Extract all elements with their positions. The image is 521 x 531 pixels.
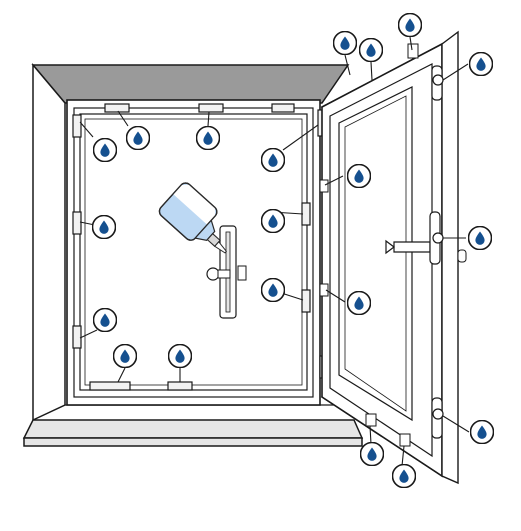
oil-drop-icon [92,215,116,239]
keeper-top-left [104,103,130,113]
fitting-roller [206,267,220,281]
window-sill [22,419,364,439]
oil-bottle [158,182,247,319]
frame-glass-line [84,118,303,386]
oil-drop-icon [347,291,371,315]
sash-glass [338,86,413,422]
sash-top-hinge [407,43,419,59]
oil-drop-icon [93,308,117,332]
oil-drop-icon [196,126,220,150]
open-sash [319,30,467,485]
sash-bottom-hinge-a [365,413,377,427]
oil-drop-icon [113,344,137,368]
oil-drop-icon [93,138,117,162]
oil-drop-icon [261,148,285,172]
oil-drop-icon [470,420,494,444]
frame-left-bevel [32,62,66,422]
sash-bottom-hinge-b [399,433,411,447]
frame-rebate [73,107,314,398]
leader-lines [79,36,470,467]
fitting-screw [237,265,247,281]
oil-drop-icon [469,52,493,76]
sash-side-face [441,30,459,485]
sash-glass-bead [344,95,407,412]
oil-drop-icon [392,464,416,488]
oil-drop-icon [359,38,383,62]
bottle-air [173,184,216,225]
sash-inner-frame [329,63,433,458]
oil-drop-icon [168,344,192,368]
sash-pin-upper [432,74,444,86]
keeper-right-lower [301,289,311,313]
keeper-left-middle [72,211,82,235]
keeper-left-lower [72,325,82,349]
oil-drop-icon [347,164,371,188]
sash-pin-lower [432,408,444,420]
fitting-roller-stem [217,269,231,279]
oil-drop-icon [360,442,384,466]
sill-front [23,437,363,447]
sash-pin-middle [432,232,444,244]
frame-inner [79,113,308,391]
oil-drop-icon [468,226,492,250]
hinge-pin-right [457,249,467,263]
oil-drop-icon [261,278,285,302]
bottle-shoulder [194,219,216,242]
frame-top-bevel [31,64,350,104]
keeper-top-middle [198,103,224,113]
oil-drop-icon [126,126,150,150]
keeper-bottom-left [89,381,131,391]
keeper-right-upper [301,202,311,226]
sash-roller-upper [319,179,329,193]
bottle-nozzle [213,241,227,254]
oil-drop-icon [261,209,285,233]
oil-drop-icon [333,31,357,55]
keeper-top-right [271,103,295,113]
wall-frame [22,62,364,447]
oil-drop-icon [398,13,422,37]
sash-roller-lower [319,283,329,297]
keeper-bottom-middle [167,381,193,391]
corner-drive-top-left [72,114,82,138]
